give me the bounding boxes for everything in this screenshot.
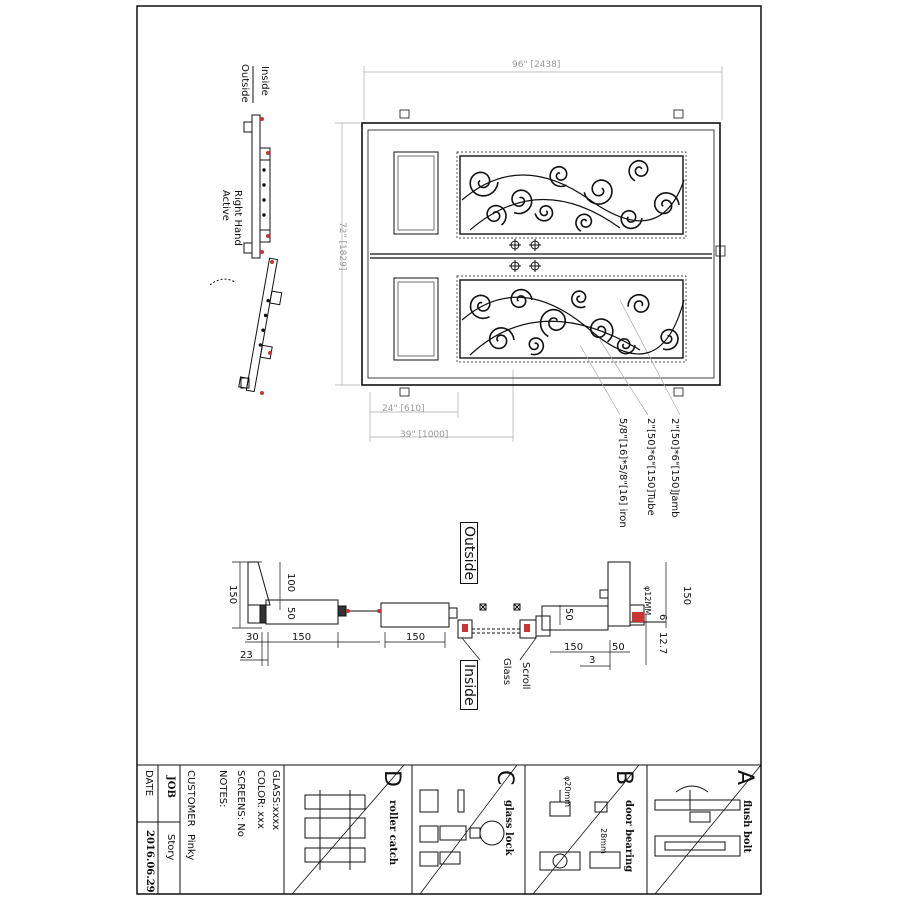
section-inside-label: Inside bbox=[460, 660, 478, 710]
dim-50: 50 bbox=[612, 642, 625, 653]
detail-b-letter: B bbox=[611, 770, 636, 786]
height-dimension: 72" [1829] bbox=[337, 222, 347, 271]
cross-section bbox=[232, 561, 667, 670]
detail-d-name: roller catch bbox=[387, 800, 398, 866]
wrought-iron-scroll-top bbox=[461, 159, 685, 232]
dim-30: 30 bbox=[246, 632, 259, 643]
scroll-curl bbox=[660, 328, 679, 351]
scroll-sweep bbox=[461, 296, 685, 355]
scroll-curl bbox=[575, 213, 593, 232]
job-label: JOB bbox=[165, 776, 176, 798]
detail-a-letter: A bbox=[732, 770, 757, 786]
scroll-curl bbox=[549, 165, 568, 188]
section-outside-label: Outside bbox=[460, 522, 478, 585]
scroll-curl bbox=[653, 191, 680, 215]
glass-spec: GLASS:xxxx bbox=[270, 770, 281, 831]
dim-150-a: 150 bbox=[292, 632, 312, 643]
sub-dimension: 39" [1000] bbox=[400, 430, 449, 440]
scroll-curl bbox=[534, 204, 554, 222]
side-inside-label: Inside bbox=[259, 66, 270, 96]
callout-iron: 5/8"[16]*5/8"[16] iron bbox=[617, 418, 628, 528]
customer-label: CUSTOMER bbox=[185, 770, 196, 827]
dim-50-right: 50 bbox=[563, 608, 574, 621]
scroll-sweep bbox=[469, 198, 621, 231]
scroll-curl bbox=[469, 171, 499, 197]
dim-3: 3 bbox=[589, 655, 596, 666]
dim-150-b: 150 bbox=[406, 632, 426, 643]
scroll-curl bbox=[583, 179, 613, 205]
front-elevation bbox=[335, 66, 726, 442]
scroll-curl bbox=[589, 318, 614, 343]
scroll-curl bbox=[528, 337, 545, 356]
side-view bbox=[209, 66, 283, 395]
wrought-iron-scroll-bottom bbox=[461, 288, 685, 356]
glass-label: Glass bbox=[501, 658, 512, 686]
scroll-curl bbox=[620, 209, 643, 230]
color-spec: COLOR: xxx bbox=[255, 770, 266, 829]
detail-d-letter: D bbox=[379, 770, 404, 787]
scroll-curl bbox=[511, 189, 533, 215]
dim-6: 6 bbox=[657, 614, 668, 621]
leaf-dimension: 24" [610] bbox=[382, 404, 425, 414]
dim-phi12: φ12MM bbox=[643, 586, 652, 616]
detail-b-28mm: 28mm bbox=[599, 828, 608, 854]
detail-b-phi20: φ20mm bbox=[563, 776, 572, 808]
scroll-sweep bbox=[469, 320, 641, 356]
job-value: Story bbox=[165, 834, 176, 861]
screens-spec: SCREENS: No bbox=[235, 770, 246, 837]
dim-23: 23 bbox=[240, 650, 253, 661]
title-block bbox=[137, 764, 762, 895]
side-outside-label: Outside bbox=[239, 64, 250, 103]
scroll-label: Scroll bbox=[520, 662, 531, 690]
notes-label: NOTES: bbox=[217, 770, 228, 808]
dim-150-left: 150 bbox=[227, 585, 238, 605]
scroll-curl bbox=[488, 326, 515, 350]
detail-b-name: door bearing bbox=[623, 800, 634, 873]
swing-label: Right Hand Active bbox=[220, 190, 243, 246]
width-dimension: 96" [2438] bbox=[512, 60, 561, 70]
date-value: 2016.06.29 bbox=[144, 830, 155, 893]
dim-150-right: 150 bbox=[681, 586, 692, 606]
sheet-border bbox=[136, 5, 762, 895]
dim-50-left: 50 bbox=[285, 607, 296, 620]
callout-tube: 2"[50]*6"[150]Tube bbox=[645, 418, 656, 516]
date-label: DATE bbox=[143, 770, 154, 797]
callout-jamb: 2"[50]*6"[150]Jamb bbox=[669, 418, 680, 518]
scroll-curl bbox=[616, 338, 636, 355]
scroll-sweep bbox=[461, 174, 685, 222]
detail-a-name: flush bolt bbox=[741, 800, 752, 854]
scroll-curl bbox=[627, 293, 650, 313]
dim-150-c: 150 bbox=[564, 642, 584, 653]
dim-100: 100 bbox=[285, 573, 296, 593]
scroll-curl bbox=[539, 308, 566, 338]
scroll-curl bbox=[570, 290, 587, 309]
detail-c-name: glass lock bbox=[503, 800, 514, 856]
dim-12-7: 12.7 bbox=[657, 632, 668, 655]
detail-c-letter: C bbox=[492, 770, 517, 786]
scroll-curl bbox=[628, 159, 649, 182]
customer-value: Pinky bbox=[185, 834, 196, 861]
